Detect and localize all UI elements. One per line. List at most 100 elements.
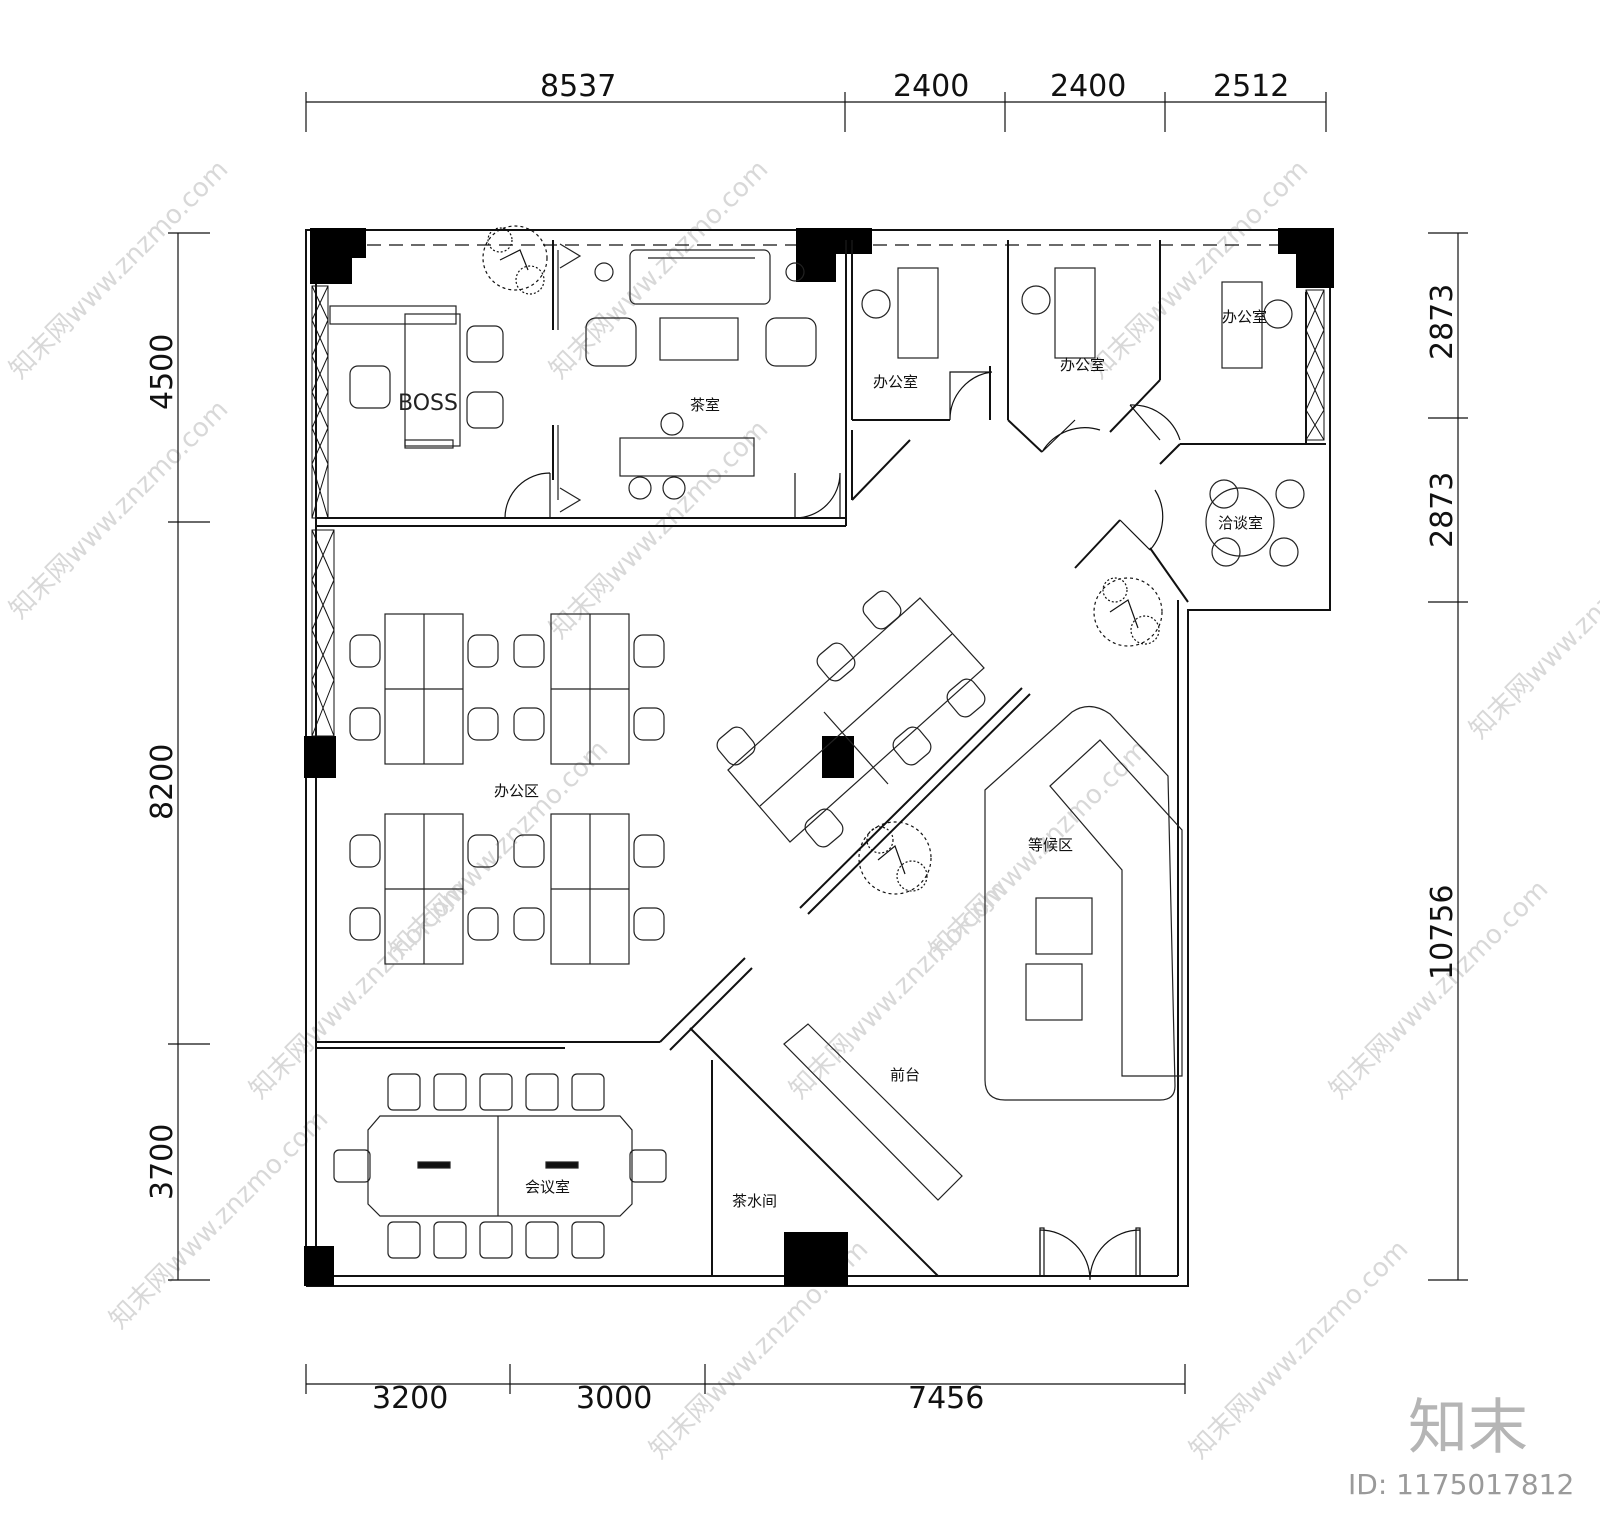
office-2-desk — [1054, 267, 1096, 359]
waiting-table-1 — [1035, 897, 1093, 955]
negotiation-chair-1 — [1209, 479, 1239, 509]
tea-room — [557, 243, 817, 513]
door-office-2 — [1041, 419, 1101, 453]
negotiation-chair-4 — [1269, 537, 1299, 567]
room-label-office-area: 办公区 — [494, 782, 539, 800]
room-label-meeting: 会议室 — [525, 1178, 570, 1196]
plant-icon-2 — [1093, 577, 1163, 647]
column-7 — [822, 736, 854, 778]
dim-right-3: 10756 — [1425, 885, 1460, 980]
dim-top-3: 2400 — [1050, 69, 1126, 104]
dim-right-1: 2873 — [1425, 284, 1460, 360]
column-3 — [1278, 228, 1334, 288]
window-strip-right — [1305, 289, 1325, 441]
office-2-chair — [1021, 285, 1051, 315]
watermark-3: 知末网www.znzmo.com — [1084, 154, 1315, 385]
boss-chair — [349, 365, 391, 409]
boss-desk-top — [404, 313, 461, 447]
column-5 — [304, 1246, 334, 1286]
room-label-tea: 茶室 — [690, 396, 720, 414]
waiting-area — [984, 705, 1183, 1101]
tea-stool-3 — [662, 476, 686, 500]
dim-top-1: 8537 — [540, 69, 616, 104]
workstation-cluster-diagonal — [727, 597, 985, 843]
dim-bottom-3: 7456 — [908, 1381, 984, 1416]
plants — [482, 225, 1163, 895]
negotiation-room — [1205, 479, 1305, 567]
watermark-id: ID: 1175017812 — [1348, 1468, 1574, 1501]
tea-stool-1 — [660, 412, 684, 436]
watermark-14: 知末网www.znzmo.com — [1184, 1234, 1415, 1465]
dim-left-2: 8200 — [145, 744, 180, 820]
meeting-room — [333, 1073, 667, 1259]
door-main — [1039, 1229, 1141, 1281]
columns — [304, 228, 1334, 1286]
watermark-1: 知末网www.znzmo.com — [4, 154, 235, 385]
tea-table — [619, 437, 755, 477]
plant-icon-3 — [858, 821, 932, 895]
armchair-left — [585, 317, 637, 367]
column-2 — [796, 228, 872, 282]
door-office-3 — [1129, 404, 1181, 441]
boss-credenza — [404, 439, 454, 449]
boss-desk — [329, 305, 457, 325]
plant-icon-1 — [482, 225, 548, 295]
visitor-chair-2 — [466, 391, 504, 429]
dimension-lines — [168, 92, 1468, 1394]
dim-bottom-2: 3000 — [576, 1381, 652, 1416]
room-label-pantry: 茶水间 — [732, 1192, 777, 1210]
reception — [783, 1023, 963, 1201]
room-label-reception: 前台 — [890, 1066, 920, 1084]
room-label-office-3: 办公室 — [1222, 308, 1267, 326]
room-label-office-1: 办公室 — [873, 373, 918, 391]
doors — [504, 371, 1181, 1281]
door-negotiation — [1119, 489, 1164, 551]
side-lamp-right — [785, 262, 805, 282]
negotiation-chair-3 — [1211, 537, 1241, 567]
watermark-6: 知末网www.znzmo.com — [1464, 514, 1600, 745]
watermark-2: 知末网www.znzmo.com — [544, 154, 775, 385]
column-6 — [784, 1232, 848, 1286]
watermark-9: 知末网www.znzmo.com — [244, 874, 475, 1105]
negotiation-chair-2 — [1275, 479, 1305, 509]
waiting-area-rug — [984, 705, 1176, 1101]
office-3-chair — [1263, 299, 1293, 329]
small-offices — [861, 267, 1293, 369]
room-label-waiting: 等候区 — [1028, 836, 1073, 854]
armchair-right — [765, 317, 817, 367]
watermark-4: 知末网www.znzmo.com — [4, 394, 235, 625]
reception-desk — [783, 1023, 963, 1201]
coffee-table — [659, 317, 739, 361]
sofa-3-seat — [629, 249, 771, 305]
office-area-workstations — [349, 590, 986, 965]
watermark-5: 知末网www.znzmo.com — [544, 414, 775, 645]
tea-stool-2 — [628, 476, 652, 500]
meeting-table — [367, 1115, 633, 1217]
office-1-chair — [861, 289, 891, 319]
dim-left-1: 4500 — [145, 334, 180, 410]
waiting-sofa — [1049, 739, 1183, 1077]
door-tea — [794, 472, 841, 519]
column-4 — [304, 736, 336, 778]
door-office-1 — [949, 371, 993, 421]
room-label-office-2: 办公室 — [1060, 356, 1105, 374]
dim-top-4: 2512 — [1213, 69, 1289, 104]
watermark-logo: 知末 — [1408, 1393, 1528, 1463]
dim-left-3: 3700 — [145, 1124, 180, 1200]
dim-top-2: 2400 — [893, 69, 969, 104]
window-strip-left — [311, 285, 335, 737]
room-label-negotiation: 洽谈室 — [1218, 514, 1263, 532]
boss-office — [329, 305, 504, 449]
interior-walls — [316, 240, 1326, 1277]
waiting-table-2 — [1025, 963, 1083, 1021]
dim-right-2: 2873 — [1425, 472, 1460, 548]
watermark-12: 知末网www.znzmo.com — [104, 1104, 335, 1335]
column-1 — [310, 228, 366, 284]
office-1-desk — [897, 267, 939, 359]
door-boss — [504, 472, 551, 519]
room-label-boss: BOSS — [398, 391, 458, 416]
side-lamp-left — [594, 262, 614, 282]
office-3-desk — [1221, 281, 1263, 369]
visitor-chair-1 — [466, 325, 504, 363]
